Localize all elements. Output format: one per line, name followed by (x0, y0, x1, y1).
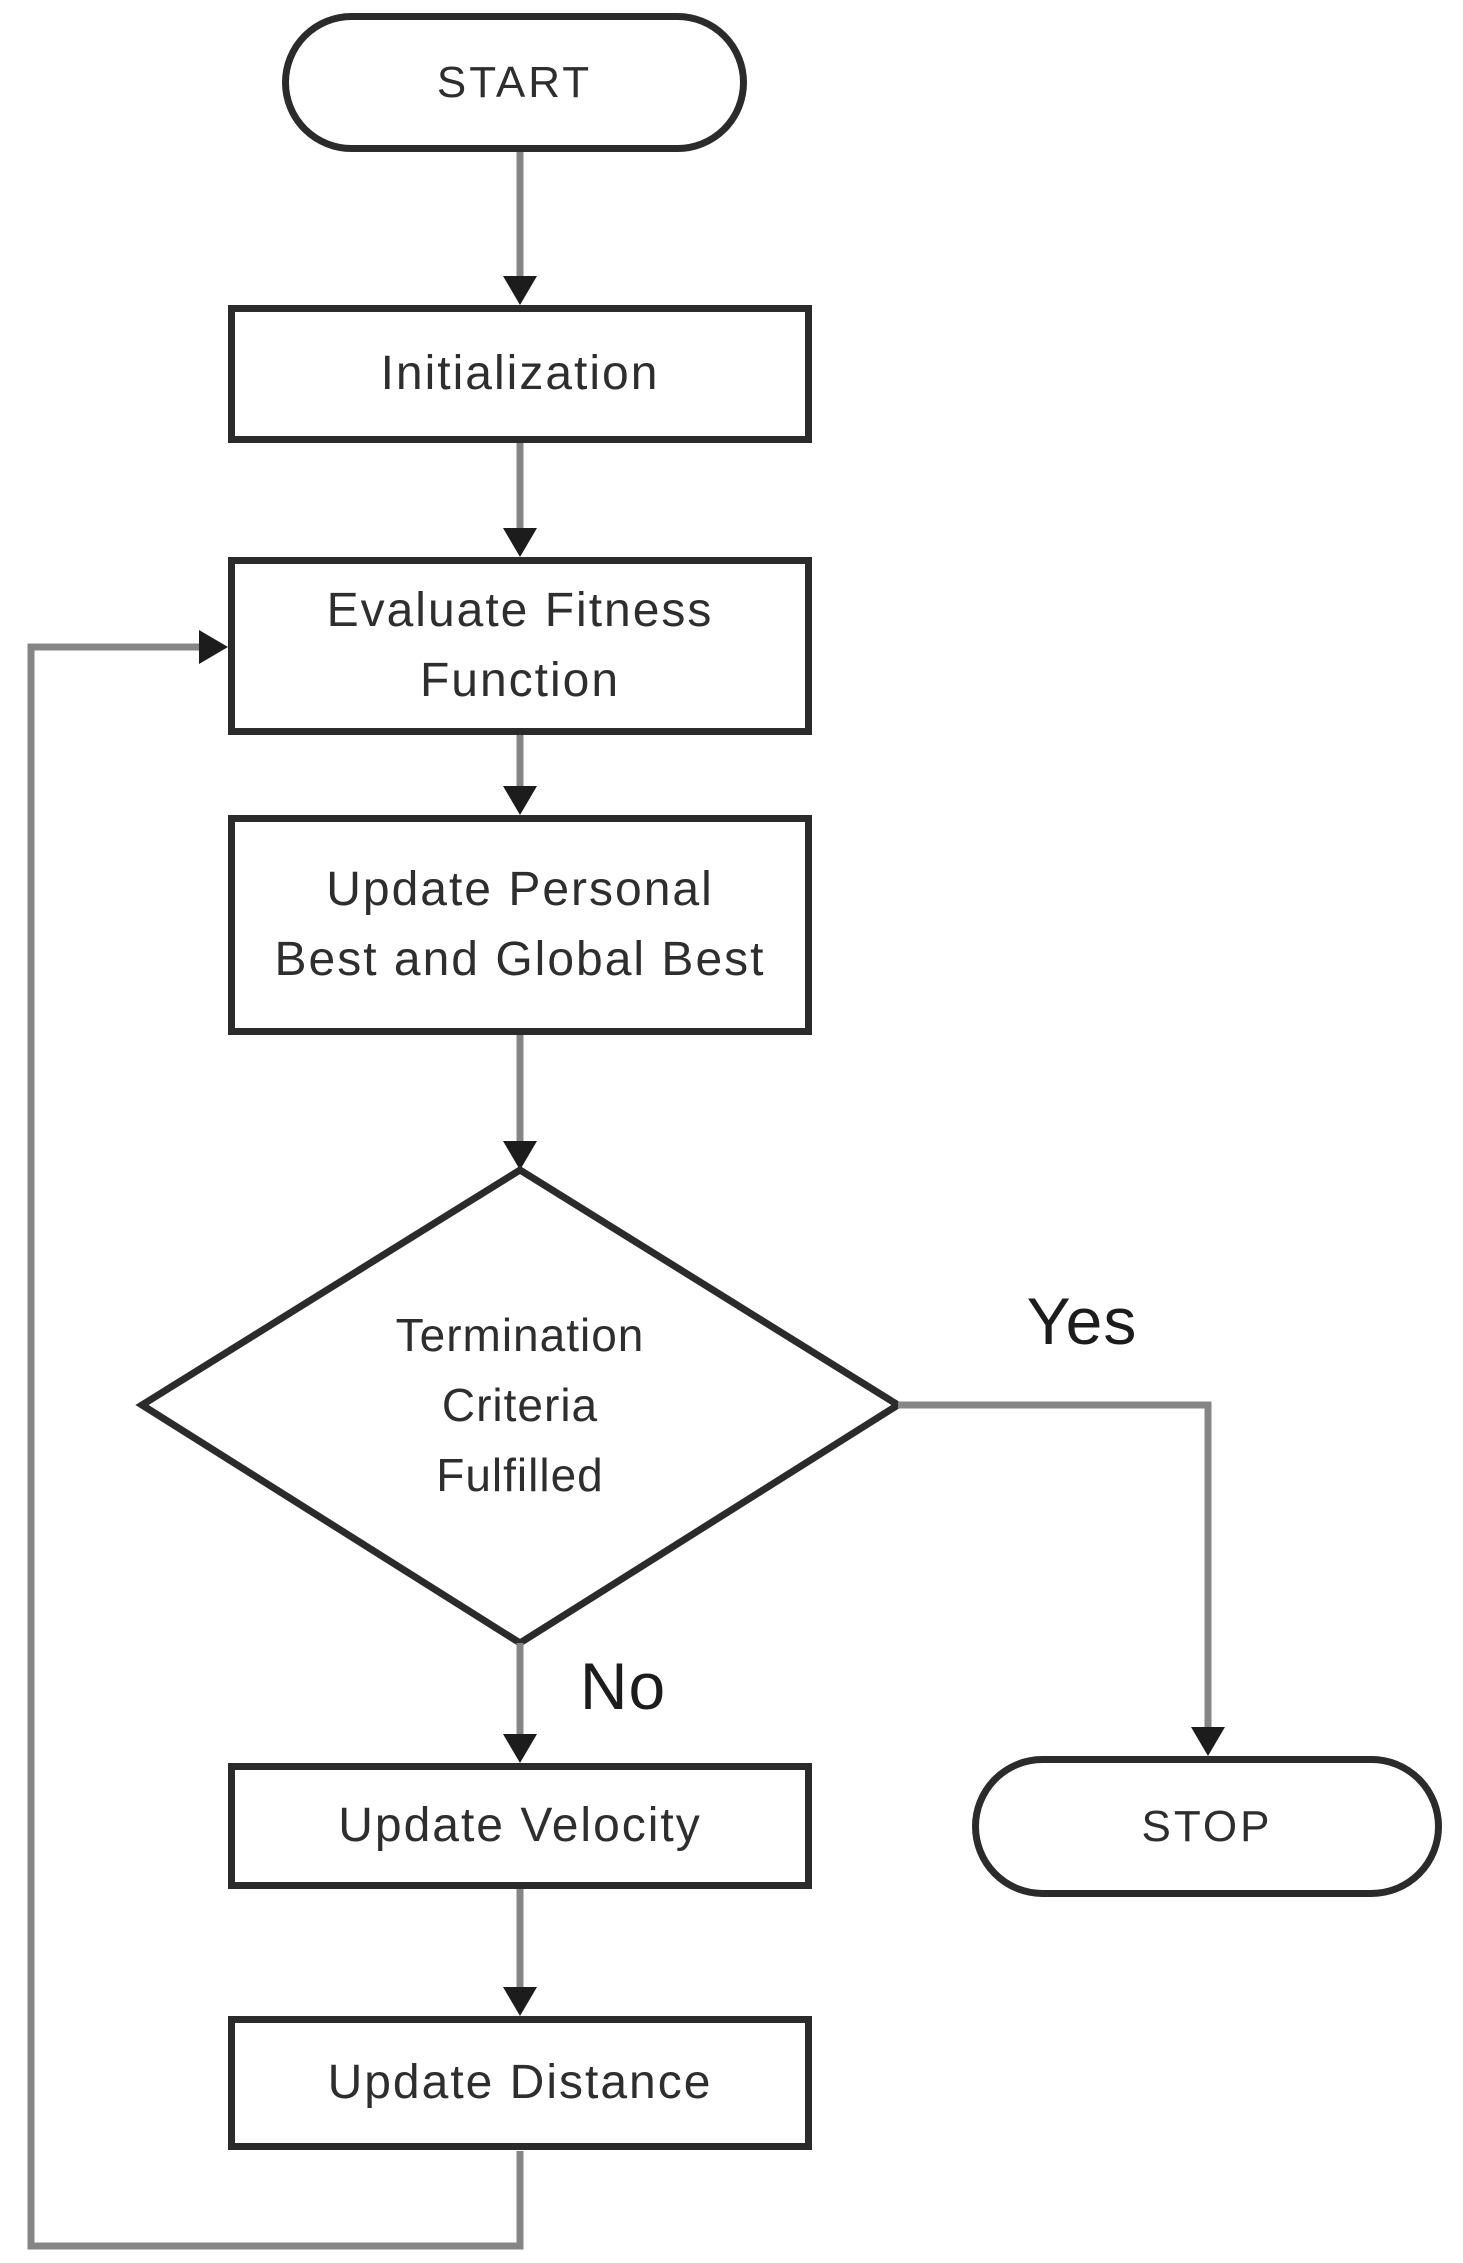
arrowhead-down-icon (503, 1987, 537, 2016)
decision-label-line1: Termination (395, 1309, 645, 1361)
node-stop: STOP (972, 1756, 1442, 1897)
node-update-best-line1: Update Personal (326, 863, 714, 916)
node-evaluate-fitness-line1: Evaluate Fitness (326, 584, 714, 637)
decision-label: Termination Criteria Fulfilled (295, 1295, 745, 1515)
edge-yes-to-stop (898, 1401, 1212, 1730)
arrowhead-right-icon (199, 630, 228, 664)
arrowhead-down-icon (1191, 1727, 1225, 1756)
arrowhead-down-icon (503, 276, 537, 305)
node-initialization: Initialization (228, 305, 812, 443)
node-update-distance-label: Update Distance (327, 2056, 713, 2109)
node-update-velocity-label: Update Velocity (338, 1799, 702, 1852)
node-update-velocity: Update Velocity (228, 1763, 812, 1889)
node-update-best-line2: Best and Global Best (274, 933, 766, 986)
arrowhead-down-icon (503, 528, 537, 557)
node-stop-label: STOP (1141, 1801, 1273, 1851)
decision-label-line2: Criteria (441, 1379, 599, 1431)
arrowhead-down-icon (503, 786, 537, 815)
node-evaluate-fitness-line2: Function (419, 654, 621, 707)
arrowhead-down-icon (503, 1734, 537, 1763)
arrowhead-down-icon (503, 1141, 537, 1170)
node-initialization-label: Initialization (380, 347, 660, 400)
decision-label-line3: Fulfilled (436, 1449, 604, 1501)
yes-branch-label: Yes (1026, 1284, 1138, 1358)
node-start-label: START (436, 57, 593, 107)
node-evaluate-fitness: Evaluate Fitness Function (228, 557, 812, 735)
edge-loop-back-to-evaluate (27, 643, 524, 2250)
no-branch-label: No (579, 1649, 667, 1723)
node-update-best: Update Personal Best and Global Best (228, 815, 812, 1035)
node-update-distance: Update Distance (228, 2016, 812, 2150)
node-start: START (282, 13, 747, 152)
